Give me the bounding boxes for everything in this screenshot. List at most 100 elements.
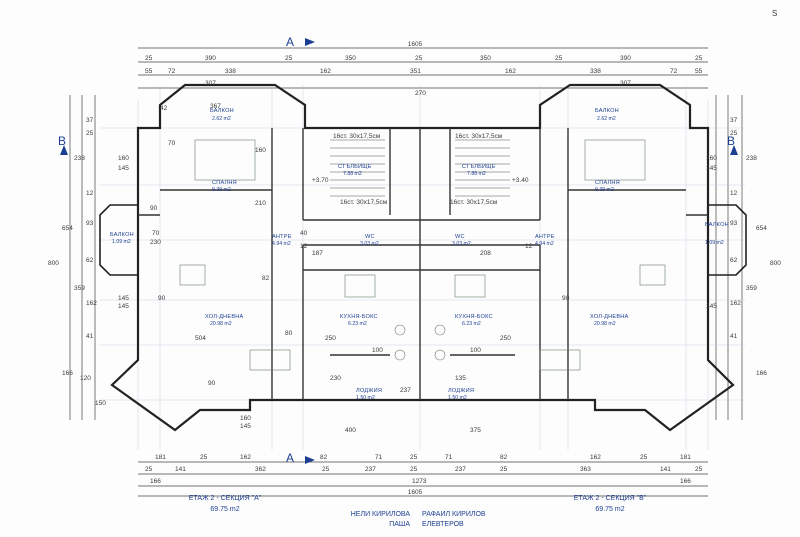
room-loggia-a-area: 1.50 m2 <box>356 395 375 401</box>
dim-text: 250 <box>500 335 511 342</box>
room-kitchen-b-area: 6.23 m2 <box>462 321 481 327</box>
dim-text: 82 <box>262 275 270 282</box>
dim-top-overall: 1605 <box>408 41 423 48</box>
room-hall-b-area: 4.94 m2 <box>535 241 554 247</box>
dim-text: 41 <box>730 333 738 340</box>
dim-text: 25 <box>500 466 508 473</box>
room-bedroom-a: СПАЛНЯ <box>212 180 237 186</box>
section-a-title: ЕТАЖ 2 - СЕКЦИЯ "А" <box>188 495 262 502</box>
room-wc-b-area: 3.03 m2 <box>452 241 471 247</box>
room-kitchen-a: КУХНЯ-БОКС <box>340 314 378 320</box>
dim-text: 120 <box>80 375 91 382</box>
dim-text: 145 <box>118 295 129 302</box>
room-living-b-area: 20.98 m2 <box>594 321 616 327</box>
dim-text: 166 <box>680 478 691 485</box>
dim-text: 12 <box>730 190 738 197</box>
furniture <box>179 139 666 371</box>
dim-text: 800 <box>48 260 59 267</box>
dim-text: 160 <box>240 415 251 422</box>
dim-text: 162 <box>86 300 97 307</box>
dim-text: 1273 <box>412 478 427 485</box>
room-bedroom-b: СПАЛНЯ <box>595 180 620 186</box>
room-bedroom-b-area: 9.39 m2 <box>595 187 614 193</box>
section-marker-b-left: B <box>58 134 66 148</box>
dim-text: 62 <box>86 257 94 264</box>
dim-text: 160 <box>706 155 717 162</box>
room-loggia-a: ЛОДЖИЯ <box>356 388 382 394</box>
dim-text: 238 <box>746 155 757 162</box>
dim-text: 250 <box>325 335 336 342</box>
dim-text: 40 <box>300 230 308 237</box>
dim-text: 37 <box>730 117 738 124</box>
level-left: +3.70 <box>312 177 329 184</box>
stair-note-bot-a: 16ст. 30х17,5см <box>340 199 388 206</box>
room-loggia-b-area: 1.50 m2 <box>448 395 467 401</box>
dim-text: 362 <box>255 466 266 473</box>
dim-text: 25 <box>695 466 703 473</box>
dim-text: 350 <box>345 55 356 62</box>
dim-text: 145 <box>118 165 129 172</box>
dim-text: 70 <box>152 230 160 237</box>
room-balcony-b: БАЛКОН <box>595 108 619 114</box>
dim-text: 135 <box>455 375 466 382</box>
dim-text: 237 <box>400 387 411 394</box>
room-side-balcony-a-area: 1.09 m2 <box>112 239 131 245</box>
room-balcony-a: БАЛКОН <box>210 108 234 114</box>
dim-text: 41 <box>86 333 94 340</box>
dim-text: 25 <box>410 454 418 461</box>
dim-text: 141 <box>175 466 186 473</box>
room-hall-a: АНТРЕ <box>272 234 292 240</box>
dim-text: 145 <box>706 303 717 310</box>
dim-text: 25 <box>730 130 738 137</box>
dims-top-row4: 307 270 307 <box>205 80 631 97</box>
dim-text: 237 <box>455 466 466 473</box>
dim-text: 307 <box>205 80 216 87</box>
dim-text: 166 <box>62 370 73 377</box>
owner-left-line2: ПАША <box>389 521 410 528</box>
dim-text: 350 <box>480 55 491 62</box>
dim-text: 93 <box>730 220 738 227</box>
dim-text: 359 <box>74 285 85 292</box>
dim-text: 351 <box>410 68 421 75</box>
owner-right-line1: РАФАИЛ КИРИЛОВ <box>422 511 486 518</box>
section-marker-a-top: A <box>286 35 294 49</box>
dims-bottom-row2: 25 141 362 25 237 25 237 25 363 141 25 <box>145 466 703 473</box>
dim-text: 25 <box>145 466 153 473</box>
room-wc-a: WC <box>365 234 375 240</box>
room-hall-b: АНТРЕ <box>535 234 555 240</box>
room-loggia-b: ЛОДЖИЯ <box>448 388 474 394</box>
dim-text: 230 <box>150 239 161 246</box>
dims-bottom-row1: 181 25 162 82 71 25 71 82 162 25 181 <box>155 454 691 461</box>
dim-text: 150 <box>95 400 106 407</box>
level-right: +3.40 <box>512 177 529 184</box>
dim-text: 80 <box>285 330 293 337</box>
dim-text: 390 <box>620 55 631 62</box>
dim-text: 25 <box>415 55 423 62</box>
stair-note-top-a: 16ст. 30х17,5см <box>333 133 381 140</box>
dim-text: 181 <box>155 454 166 461</box>
exterior-walls <box>110 83 735 432</box>
room-kitchen-a-area: 6.23 m2 <box>348 321 367 327</box>
dims-left: 37 25 160 145 238 12 654 93 62 359 162 8… <box>48 117 129 377</box>
dim-text: 145 <box>706 165 717 172</box>
corner-mark: S <box>772 9 777 18</box>
dim-text: 72 <box>168 68 176 75</box>
room-wc-a-area: 3.03 m2 <box>360 241 379 247</box>
dims-top-row2: 25 390 25 350 25 350 25 390 25 <box>145 55 703 62</box>
room-living-b: ХОЛ-ДНЕВНА <box>590 314 628 320</box>
dim-text: 654 <box>62 225 73 232</box>
dim-text: 25 <box>410 466 418 473</box>
section-marker-a-bottom: A <box>286 451 294 465</box>
interior-dims: 367 42 70 160 90 210 70 230 80 90 504 10… <box>80 103 570 430</box>
owner-right-line2: ЕЛЕВТЕРОВ <box>422 521 464 528</box>
side-balconies <box>99 204 747 276</box>
dim-text: 307 <box>620 80 631 87</box>
dim-text: 270 <box>415 90 426 97</box>
dim-text: 93 <box>86 220 94 227</box>
dims-top-row3: 55 72 338 162 351 162 338 72 55 <box>145 68 703 75</box>
room-hall-a-area: 4.94 m2 <box>272 241 291 247</box>
section-a-area: 69.75 m2 <box>210 506 240 513</box>
dim-text: 181 <box>680 454 691 461</box>
dim-text: 70 <box>168 140 176 147</box>
